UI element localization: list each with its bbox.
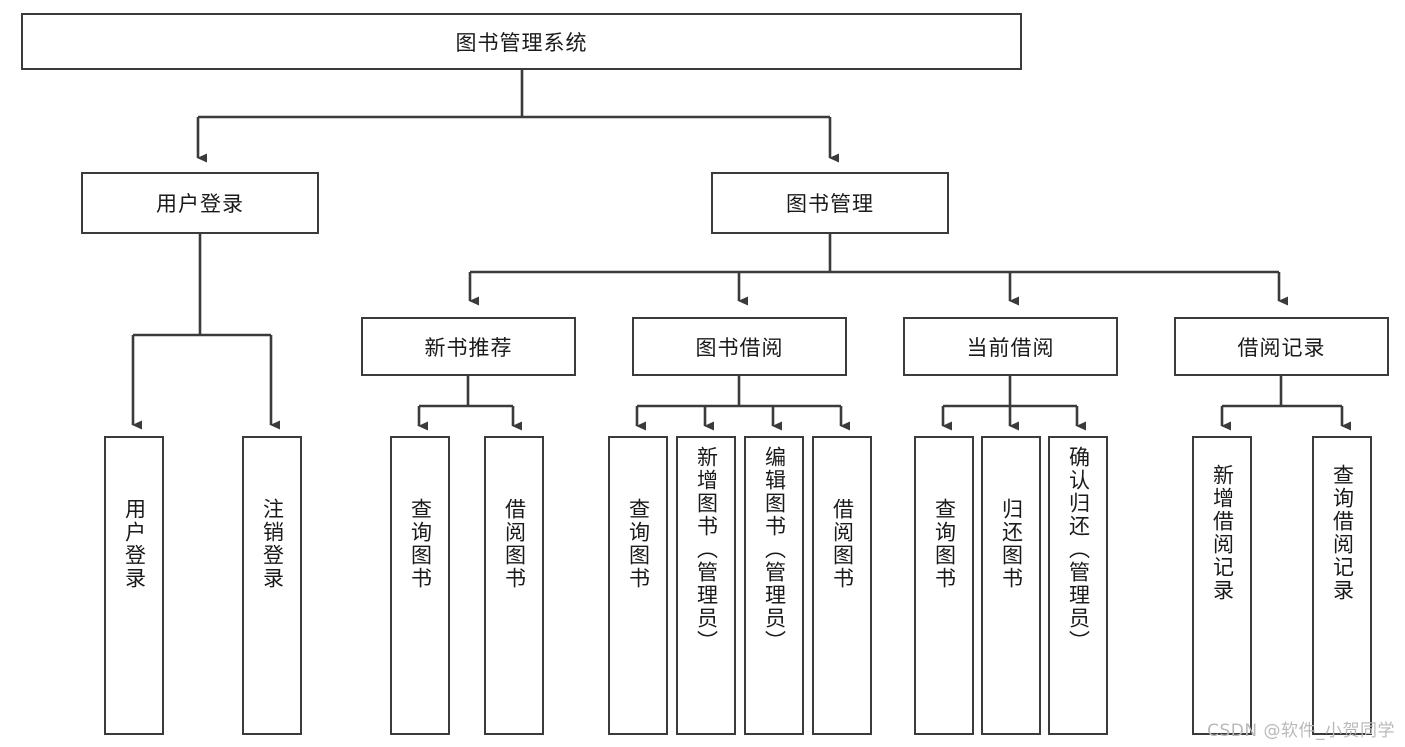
- node-label: 归还图书: [999, 498, 1024, 590]
- node-label: 查询借阅记录: [1330, 464, 1355, 602]
- node-book-management-system[interactable]: 图书管理系统: [21, 13, 1022, 70]
- node-label: 图书管理: [786, 192, 874, 216]
- node-label: 新增借阅记录: [1210, 464, 1235, 602]
- leaf-borrow-record-add-record[interactable]: 新增借阅记录: [1192, 436, 1252, 735]
- node-label: 用户登录: [122, 498, 147, 590]
- node-label: 图书管理系统: [455, 30, 588, 55]
- leaf-book-borrow-query-book[interactable]: 查询图书: [608, 436, 668, 735]
- node-borrow-record[interactable]: 借阅记录: [1174, 317, 1389, 376]
- node-user-login[interactable]: 用户登录: [81, 172, 319, 234]
- node-label: 新增图书（管理员）: [694, 446, 719, 653]
- node-label: 注销登录: [260, 498, 285, 590]
- node-label: 当前借阅: [966, 335, 1055, 360]
- leaf-user-login-logout[interactable]: 注销登录: [242, 436, 302, 735]
- node-label: 借阅图书: [830, 498, 855, 590]
- node-book-management[interactable]: 图书管理: [711, 172, 949, 234]
- node-label: 图书借阅: [695, 335, 784, 360]
- node-label: 查询图书: [932, 498, 957, 590]
- node-label: 借阅记录: [1237, 335, 1326, 360]
- node-label: 用户登录: [156, 192, 244, 216]
- node-label: 新书推荐: [424, 335, 513, 360]
- node-new-book-recommend[interactable]: 新书推荐: [361, 317, 576, 376]
- leaf-user-login-login[interactable]: 用户登录: [104, 436, 164, 735]
- leaf-new-book-query-book[interactable]: 查询图书: [390, 436, 450, 735]
- node-label: 借阅图书: [502, 498, 527, 590]
- leaf-current-borrow-confirm-return-admin[interactable]: 确认归还（管理员）: [1048, 436, 1108, 735]
- leaf-book-borrow-add-book-admin[interactable]: 新增图书（管理员）: [676, 436, 736, 735]
- leaf-current-borrow-query-book[interactable]: 查询图书: [914, 436, 974, 735]
- leaf-borrow-record-query-record[interactable]: 查询借阅记录: [1312, 436, 1372, 735]
- node-current-borrow[interactable]: 当前借阅: [903, 317, 1118, 376]
- leaf-book-borrow-borrow-book[interactable]: 借阅图书: [812, 436, 872, 735]
- node-book-borrow[interactable]: 图书借阅: [632, 317, 847, 376]
- leaf-book-borrow-edit-book-admin[interactable]: 编辑图书（管理员）: [744, 436, 804, 735]
- leaf-current-borrow-return-book[interactable]: 归还图书: [981, 436, 1041, 735]
- node-label: 确认归还（管理员）: [1066, 446, 1091, 653]
- node-label: 编辑图书（管理员）: [762, 446, 787, 653]
- node-label: 查询图书: [408, 498, 433, 590]
- leaf-new-book-borrow-book[interactable]: 借阅图书: [484, 436, 544, 735]
- node-label: 查询图书: [626, 498, 651, 590]
